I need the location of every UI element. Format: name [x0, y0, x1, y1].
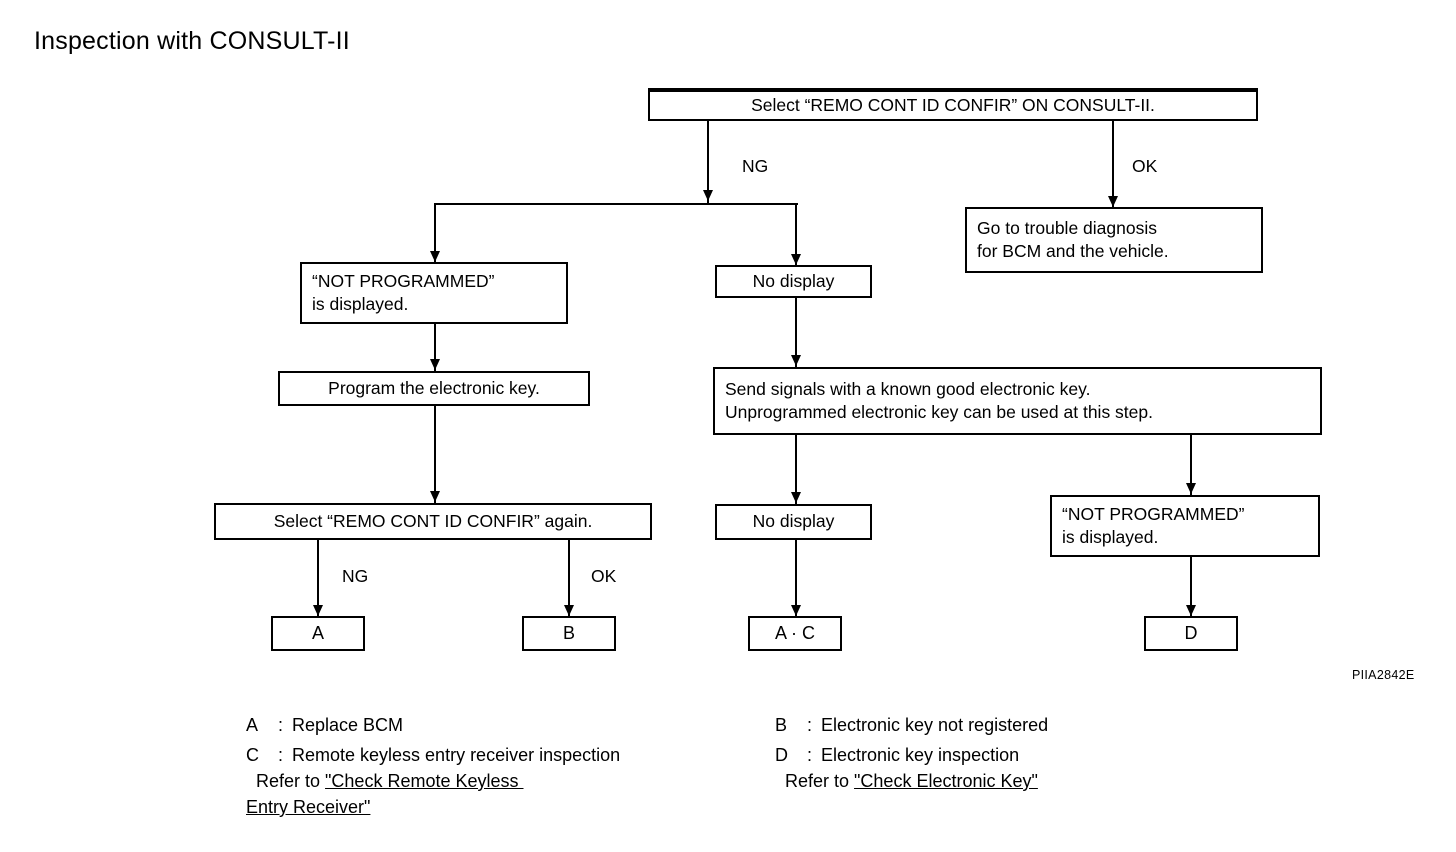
arrowhead-send-signals-to-not-programmed-right [1186, 483, 1196, 494]
node-not-programmed-right-line2: is displayed. [1062, 527, 1159, 547]
connector-ng-distribution-bar [434, 203, 798, 205]
branch-label-ok-top: OK [1132, 156, 1158, 176]
arrowhead-no-display-to-send-signals [791, 355, 801, 366]
connector-no-display-to-send-signals [795, 298, 797, 367]
page-title: Inspection with CONSULT-II [34, 26, 350, 55]
node-no-display-top-label: No display [752, 270, 835, 291]
node-program-electronic-key-label: Program the electronic key. [328, 377, 540, 398]
legend-item-b: B: Electronic key not registered [775, 716, 1048, 734]
connector-program-key-to-select-again [434, 406, 436, 503]
connector-start-to-ok [1112, 121, 1114, 207]
legend-item-c-text: Remote keyless entry receiver inspection [292, 745, 621, 765]
node-select-remo-cont-id-confir-label: Select “REMO CONT ID CONFIR” ON CONSULT-… [751, 94, 1155, 115]
connector-send-signals-to-not-programmed-right [1190, 435, 1192, 495]
connector-not-programmed-right-to-d [1190, 557, 1192, 618]
connector-select-again-to-b [568, 540, 570, 618]
node-program-electronic-key[interactable]: Program the electronic key. [278, 371, 590, 406]
legend-item-c-refer-prefix: Refer to [246, 771, 326, 791]
terminal-a[interactable]: A [271, 616, 365, 651]
legend-item-d: D: Electronic key inspection Refer to "Ch… [775, 746, 1048, 790]
node-go-to-trouble-diagnosis[interactable]: Go to trouble diagnosis for BCM and the … [965, 207, 1263, 273]
arrowhead-select-again-to-b [564, 605, 574, 616]
connector-ng-bar-to-no-display [795, 203, 797, 266]
legend-item-d-refer-line: Refer to "Check Electronic Key" [775, 772, 1048, 790]
branch-label-ok-retry: OK [591, 566, 617, 586]
legend-item-c: C: Remote keyless entry receiver inspecti… [246, 746, 620, 816]
legend-item-b-key: B [775, 715, 788, 735]
legend-item-a-text: Replace BCM [292, 715, 404, 735]
arrowhead-program-key-to-select-again [430, 491, 440, 502]
connector-not-programmed-to-program-key [434, 324, 436, 371]
legend-item-d-link-line1[interactable]: "Check Electronic Key" [854, 771, 1038, 791]
node-select-again[interactable]: Select “REMO CONT ID CONFIR” again. [214, 503, 652, 540]
node-send-signals-line2: Unprogrammed electronic key can be used … [725, 402, 1153, 422]
terminal-d[interactable]: D [1144, 616, 1238, 651]
legend-item-c-key: C [246, 745, 259, 765]
node-not-programmed-left[interactable]: “NOT PROGRAMMED” is displayed. [300, 262, 568, 324]
node-send-signals-line1: Send signals with a known good electroni… [725, 378, 1091, 399]
legend-right: B: Electronic key not registered D: Electr… [775, 716, 1048, 802]
arrowhead-no-display-to-ac [791, 605, 801, 616]
legend-item-b-colon: : [807, 715, 813, 735]
terminal-ac-label: A · C [774, 623, 815, 643]
legend-item-b-text: Electronic key not registered [821, 715, 1049, 735]
figure-code: PIIA2842E [1352, 668, 1415, 682]
connector-select-again-to-a [317, 540, 319, 618]
terminal-b-label: B [562, 623, 575, 643]
node-go-to-trouble-diagnosis-line1: Go to trouble diagnosis [977, 217, 1157, 238]
node-not-programmed-right[interactable]: “NOT PROGRAMMED” is displayed. [1050, 495, 1320, 557]
arrowhead-ng-bar-to-not-programmed [430, 251, 440, 262]
legend-item-c-refer-line: Refer to "Check Remote Keyless [246, 772, 620, 790]
node-send-signals[interactable]: Send signals with a known good electroni… [713, 367, 1322, 435]
connector-send-signals-to-no-display [795, 435, 797, 504]
node-no-display-bottom[interactable]: No display [715, 504, 872, 540]
node-select-remo-cont-id-confir[interactable]: Select “REMO CONT ID CONFIR” ON CONSULT-… [648, 88, 1258, 121]
arrowhead-send-signals-to-no-display [791, 492, 801, 503]
arrowhead-start-to-ng-bar [703, 190, 713, 201]
branch-label-ng-retry: NG [342, 566, 369, 586]
legend-item-c-link-line2[interactable]: Entry Receiver" [246, 797, 371, 817]
arrowhead-select-again-to-a [313, 605, 323, 616]
legend-item-c-link-line2-wrap: Entry Receiver" [246, 798, 620, 816]
legend-item-a-colon: : [278, 715, 284, 735]
arrowhead-not-programmed-right-to-d [1186, 605, 1196, 616]
terminal-a-label: A [311, 623, 324, 643]
legend-item-a-key: A [246, 715, 259, 735]
node-no-display-bottom-label: No display [752, 511, 835, 532]
legend-item-d-text: Electronic key inspection [821, 745, 1020, 765]
terminal-ac[interactable]: A · C [748, 616, 842, 651]
arrowhead-start-to-ok [1108, 196, 1118, 207]
legend-item-d-refer-prefix: Refer to [775, 771, 855, 791]
node-go-to-trouble-diagnosis-line2: for BCM and the vehicle. [977, 241, 1169, 261]
connector-no-display-to-ac [795, 540, 797, 618]
node-no-display-top[interactable]: No display [715, 265, 872, 298]
legend-item-a: A: Replace BCM [246, 716, 620, 734]
branch-label-ng-top: NG [742, 156, 769, 176]
connector-start-to-ng-bar [707, 121, 709, 204]
arrowhead-ng-bar-to-no-display [791, 254, 801, 265]
legend-item-c-link-line1[interactable]: "Check Remote Keyless [325, 771, 524, 791]
terminal-d-label: D [1184, 623, 1198, 643]
legend-left: A: Replace BCM C: Remote keyless entry rec… [246, 716, 620, 828]
legend-item-c-colon: : [278, 745, 284, 765]
terminal-b[interactable]: B [522, 616, 616, 651]
connector-ng-bar-to-not-programmed [434, 203, 436, 263]
node-not-programmed-left-line1: “NOT PROGRAMMED” [312, 270, 495, 291]
legend-item-d-colon: : [807, 745, 813, 765]
node-not-programmed-right-line1: “NOT PROGRAMMED” [1062, 503, 1245, 524]
node-select-again-label: Select “REMO CONT ID CONFIR” again. [273, 510, 593, 531]
legend-item-d-key: D [775, 745, 788, 765]
arrowhead-not-programmed-to-program-key [430, 359, 440, 370]
node-not-programmed-left-line2: is displayed. [312, 294, 409, 314]
